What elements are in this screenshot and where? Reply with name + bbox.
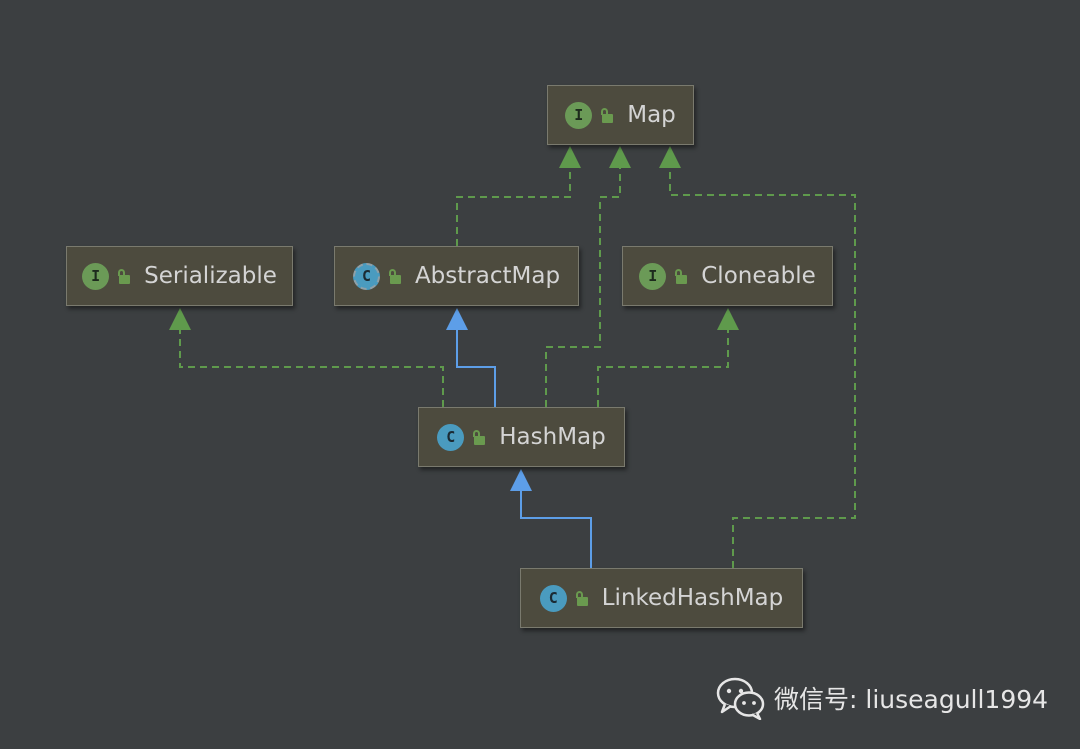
arrowhead-linkedhashmap-hashmap (510, 469, 532, 491)
interface-icon: I (639, 262, 667, 290)
node-cloneable[interactable]: I Cloneable (622, 246, 833, 306)
node-label: Map (627, 101, 676, 128)
arrowhead-linkedhashmap-map (659, 146, 681, 168)
arrowhead-hashmap-abstractmap (446, 308, 468, 330)
class-icon: C (539, 584, 567, 612)
lock-open-icon (388, 268, 401, 284)
class-icon: C (437, 423, 465, 451)
node-abstractmap[interactable]: C AbstractMap (334, 246, 579, 306)
arrowhead-hashmap-cloneable (717, 308, 739, 330)
node-label: AbstractMap (414, 262, 561, 289)
node-linkedhashmap[interactable]: C LinkedHashMap (520, 568, 803, 628)
node-map[interactable]: I Map (547, 85, 694, 145)
node-serializable[interactable]: I Serializable (66, 246, 293, 306)
edge-hashmap-serializable (179, 329, 444, 407)
lock-open-icon (674, 268, 688, 284)
lock-open-icon (472, 429, 486, 445)
arrowhead-hashmap-serializable (169, 308, 191, 330)
interface-icon: I (565, 101, 593, 129)
edge-hashmap-map (545, 167, 621, 407)
arrowhead-hashmap-map (609, 146, 631, 168)
lock-open-icon (117, 268, 131, 284)
node-label: Serializable (144, 262, 277, 289)
lock-open-icon (575, 590, 588, 606)
edge-hashmap-cloneable (597, 329, 729, 407)
lock-open-icon (600, 107, 614, 123)
edge-linkedhashmap-map (669, 167, 856, 568)
edge-hashmap-abstractmap (456, 329, 496, 407)
arrowhead-abstractmap-map (559, 146, 581, 168)
edge-abstractmap-map (456, 167, 571, 246)
abstract-class-icon: C (352, 262, 380, 290)
wechat-icon (716, 677, 765, 720)
node-label: LinkedHashMap (601, 584, 784, 611)
node-label: HashMap (499, 423, 606, 450)
watermark-text: 微信号: liuseagull1994 (774, 685, 1049, 714)
node-label: Cloneable (701, 262, 816, 289)
node-hashmap[interactable]: C HashMap (418, 407, 625, 467)
watermark: 微信号: liuseagull1994 (716, 676, 1048, 720)
edge-linkedhashmap-hashmap (520, 490, 592, 568)
interface-icon: I (82, 262, 110, 290)
